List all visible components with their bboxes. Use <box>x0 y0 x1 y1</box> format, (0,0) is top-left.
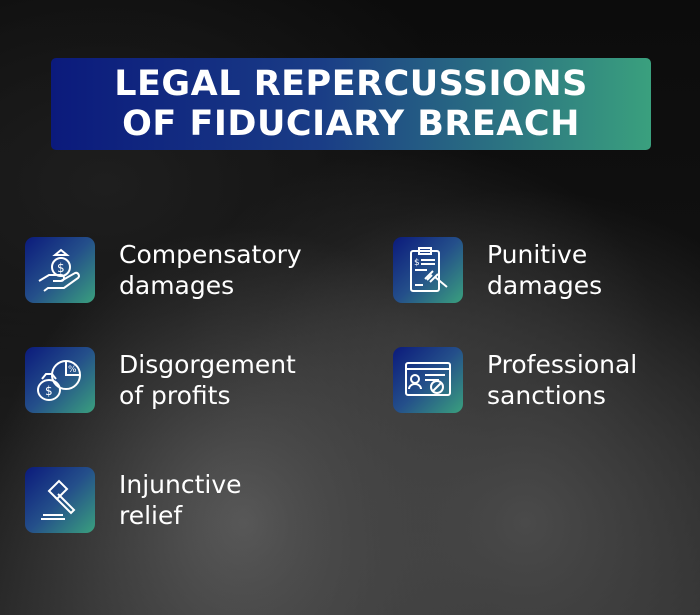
gavel-icon <box>25 467 95 533</box>
item-label-line-1: Punitive <box>487 240 588 269</box>
svg-text:%: % <box>68 365 77 375</box>
svg-text:$: $ <box>414 258 420 268</box>
clipboard-gavel-icon: $ <box>393 237 463 303</box>
item-label-line-1: Compensatory <box>119 240 302 269</box>
license-prohibited-icon <box>393 347 463 413</box>
svg-text:$: $ <box>45 384 53 398</box>
money-bag-pie-chart-icon: % $ <box>25 347 95 413</box>
item-label-line-2: damages <box>119 271 235 300</box>
title-line-2: OF FIDUCIARY BREACH <box>122 104 580 144</box>
item-label-line-2: damages <box>487 271 603 300</box>
item-label-line-1: Disgorgement <box>119 350 296 379</box>
item-label-line-2: sanctions <box>487 381 606 410</box>
svg-text:$: $ <box>57 261 65 275</box>
item-label-line-2: of profits <box>119 381 231 410</box>
title-banner: LEGAL REPERCUSSIONS OF FIDUCIARY BREACH <box>51 58 651 150</box>
title-line-1: LEGAL REPERCUSSIONS <box>114 64 588 104</box>
item-label-line-2: relief <box>119 501 183 530</box>
item-label-line-1: Professional <box>487 350 638 379</box>
item-label-line-1: Injunctive <box>119 470 242 499</box>
money-bag-hand-icon: $ <box>25 237 95 303</box>
